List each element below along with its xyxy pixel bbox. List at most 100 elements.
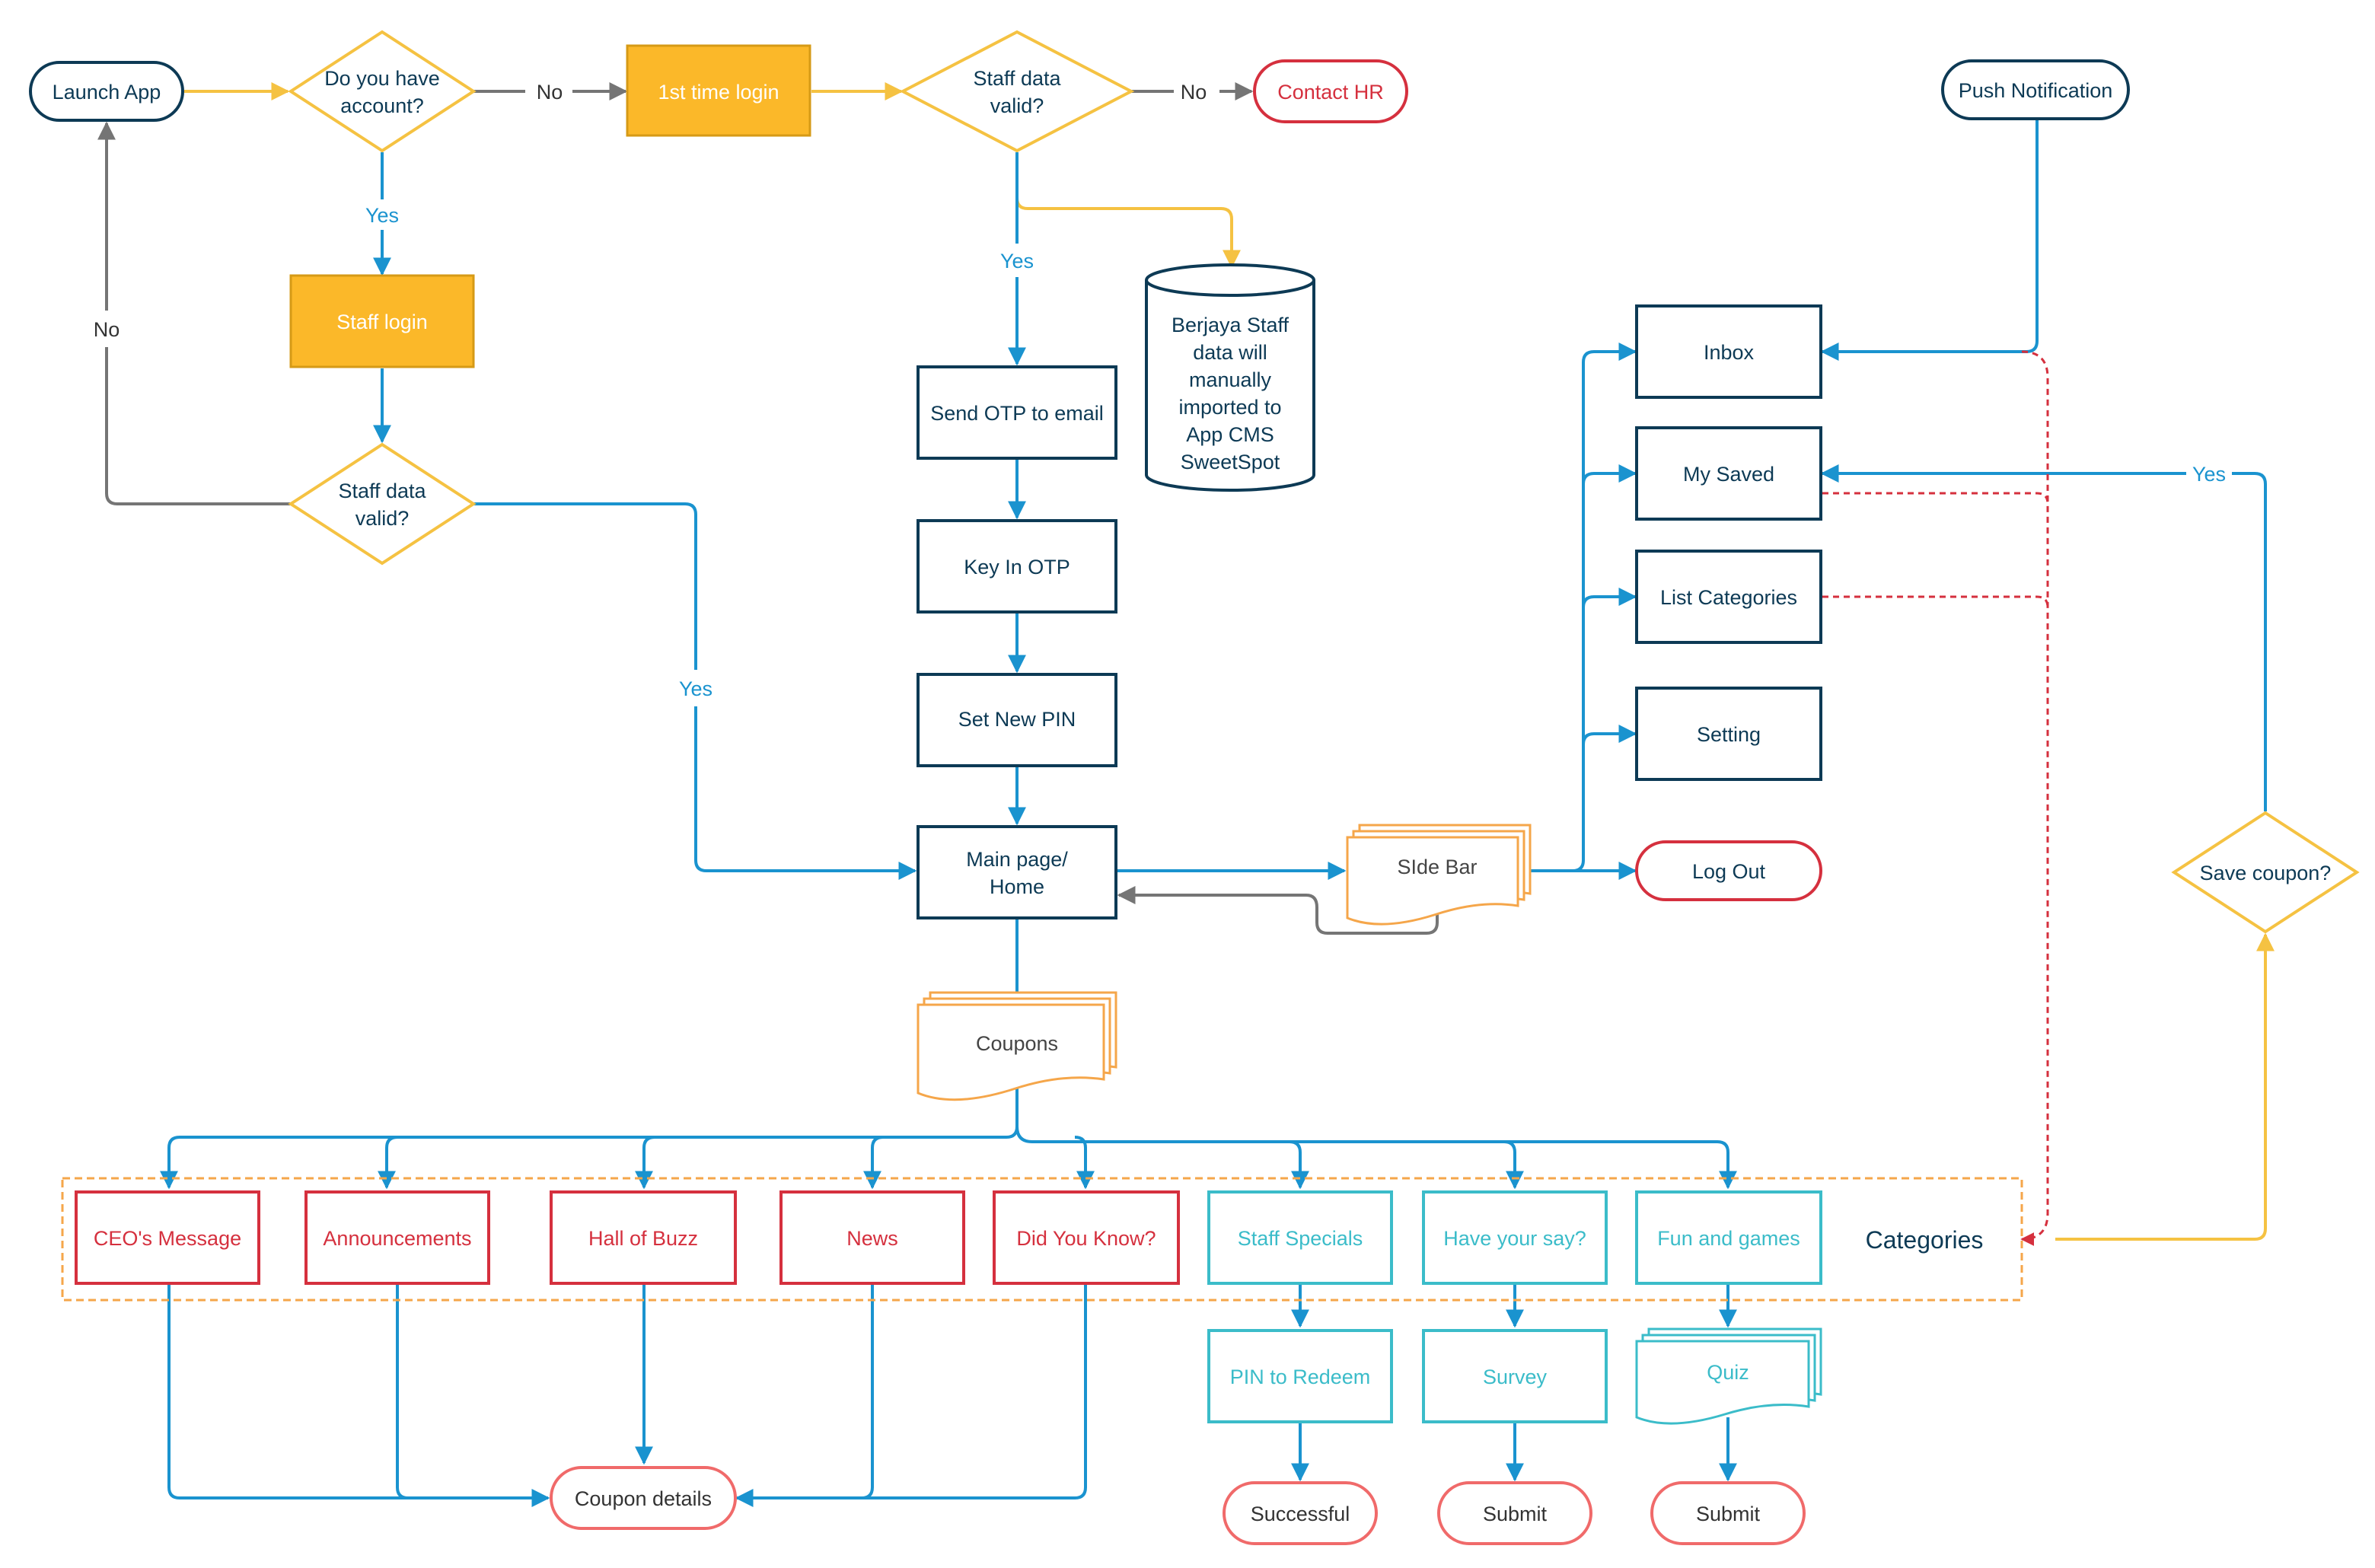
category-fun-and-games: Fun and games <box>1635 1190 1822 1285</box>
setting-label: Setting <box>1697 723 1761 746</box>
ceo-message-label: CEO's Message <box>94 1227 241 1250</box>
staff-valid-left-line1: Staff data <box>338 480 426 502</box>
db-line-4: imported to <box>1178 396 1281 419</box>
side-bar-label: SIde Bar <box>1397 856 1477 878</box>
fun-and-games-label: Fun and games <box>1657 1227 1800 1250</box>
has-account-line1: Do you have <box>324 67 440 90</box>
categories-label: Categories <box>1866 1226 1984 1254</box>
edge-left-valid-yes-to-main <box>473 502 915 871</box>
node-side-bar: SIde Bar <box>1346 824 1532 926</box>
node-log-out: Log Out <box>1635 840 1822 901</box>
category-did-you-know: Did You Know? <box>993 1190 1180 1285</box>
decision-has-account: Do you have account? <box>288 30 477 153</box>
db-line-6: SweetSpot <box>1181 451 1280 473</box>
node-set-pin: Set New PIN <box>917 673 1117 767</box>
node-submit-quiz: Submit <box>1650 1481 1806 1545</box>
did-you-know-label: Did You Know? <box>1016 1227 1156 1250</box>
edge-left-valid-no-to-launch <box>107 123 291 505</box>
category-ceo-message: CEO's Message <box>75 1190 260 1285</box>
node-submit-survey: Submit <box>1437 1481 1592 1545</box>
category-announcements: Announcements <box>304 1190 490 1285</box>
category-have-your-say: Have your say? <box>1422 1190 1608 1285</box>
edge-staff-valid-to-db <box>1015 152 1241 269</box>
edge-dashed-saved <box>1822 492 2049 505</box>
edge-sidebar-back-to-main <box>1117 886 1439 935</box>
node-launch-app: Launch App <box>29 61 184 122</box>
node-setting: Setting <box>1635 687 1822 781</box>
edge-dashed-categories <box>1822 595 2049 608</box>
edge-label-yes-staff-left: Yes <box>679 677 712 700</box>
submit-quiz-label: Submit <box>1696 1503 1761 1525</box>
node-survey: Survey <box>1422 1329 1608 1423</box>
edge-announcements-to-details <box>396 1285 409 1499</box>
edge-dist-didyouknow <box>1074 1136 1095 1190</box>
hall-of-buzz-label: Hall of Buzz <box>588 1227 698 1250</box>
successful-label: Successful <box>1251 1503 1350 1525</box>
staff-specials-label: Staff Specials <box>1238 1227 1363 1250</box>
list-categories-label: List Categories <box>1660 586 1797 609</box>
quiz-label: Quiz <box>1707 1361 1749 1384</box>
main-page-line2: Home <box>990 875 1044 898</box>
edge-dist-staff-specials <box>1289 1140 1309 1190</box>
submit-survey-label: Submit <box>1483 1503 1548 1525</box>
edge-coupons-distribution <box>160 1081 1019 1190</box>
edge-label-no-staff-top: No <box>1181 81 1207 104</box>
db-line-5: App CMS <box>1186 423 1274 446</box>
edge-labels: No No No Yes Yes Yes Yes <box>94 81 2226 700</box>
node-push-notification: Push Notification <box>1941 59 2130 120</box>
decision-staff-valid-top: Staff data valid? <box>899 30 1135 153</box>
coupon-details-label: Coupon details <box>575 1487 712 1510</box>
edge-sidebar-to-saved <box>1582 464 1637 485</box>
db-line-2: data will <box>1193 341 1267 364</box>
inbox-label: Inbox <box>1704 341 1755 364</box>
connectors <box>107 82 2275 1507</box>
node-pin-to-redeem: PIN to Redeem <box>1207 1329 1393 1423</box>
first-login-label: 1st time login <box>658 81 779 104</box>
edge-dist-hall <box>635 1136 655 1190</box>
announcements-label: Announcements <box>323 1227 471 1250</box>
edge-sidebar-to-categories <box>1582 588 1637 608</box>
survey-label: Survey <box>1483 1366 1548 1388</box>
node-my-saved: My Saved <box>1635 426 1822 521</box>
edge-label-yes-account: Yes <box>365 204 399 227</box>
db-line-3: manually <box>1189 368 1272 391</box>
edge-label-no-account: No <box>537 81 563 104</box>
edge-ceo-to-details <box>167 1285 550 1507</box>
staff-valid-left-line2: valid? <box>355 507 410 530</box>
node-successful: Successful <box>1223 1481 1378 1545</box>
key-otp-label: Key In OTP <box>964 556 1070 578</box>
has-account-line2: account? <box>340 94 424 117</box>
main-page-line1: Main page/ <box>966 848 1068 871</box>
staff-login-label: Staff login <box>336 311 428 333</box>
pin-to-redeem-label: PIN to Redeem <box>1230 1366 1371 1388</box>
set-pin-label: Set New PIN <box>958 708 1076 731</box>
save-coupon-label: Save coupon? <box>2200 862 2332 884</box>
decision-save-coupon: Save coupon? <box>2171 811 2360 934</box>
have-your-say-label: Have your say? <box>1443 1227 1586 1250</box>
edge-dist-announcements <box>378 1136 398 1190</box>
category-hall-of-buzz: Hall of Buzz <box>550 1190 737 1285</box>
push-notification-label: Push Notification <box>1959 79 2113 102</box>
node-contact-hr: Contact HR <box>1253 59 1408 123</box>
edge-dist-news <box>863 1136 884 1190</box>
node-coupons: Coupons <box>917 991 1117 1101</box>
edge-didyouknow-to-details <box>735 1285 1087 1507</box>
staff-valid-top-line2: valid? <box>990 94 1044 117</box>
edge-label-yes-staff-top: Yes <box>1000 250 1034 272</box>
category-staff-specials: Staff Specials <box>1207 1190 1393 1285</box>
edge-label-no-staff-left: No <box>94 318 120 341</box>
decision-staff-valid-left: Staff data valid? <box>288 442 477 566</box>
node-inbox: Inbox <box>1635 304 1822 399</box>
edge-news-to-details <box>861 1285 874 1499</box>
my-saved-label: My Saved <box>1683 463 1774 486</box>
node-quiz: Quiz <box>1635 1327 1822 1425</box>
edge-label-yes-save: Yes <box>2192 463 2226 486</box>
node-send-otp: Send OTP to email <box>917 365 1117 460</box>
node-staff-login: Staff login <box>289 274 475 368</box>
node-first-time-login: 1st time login <box>626 44 811 137</box>
staff-valid-top-line1: Staff data <box>973 67 1061 90</box>
edge-sidebar-to-inbox <box>1530 343 1637 872</box>
node-list-categories: List Categories <box>1635 550 1822 644</box>
node-coupon-details: Coupon details <box>550 1466 737 1530</box>
database-cylinder: Berjaya Staff data will manually importe… <box>1145 263 1315 492</box>
